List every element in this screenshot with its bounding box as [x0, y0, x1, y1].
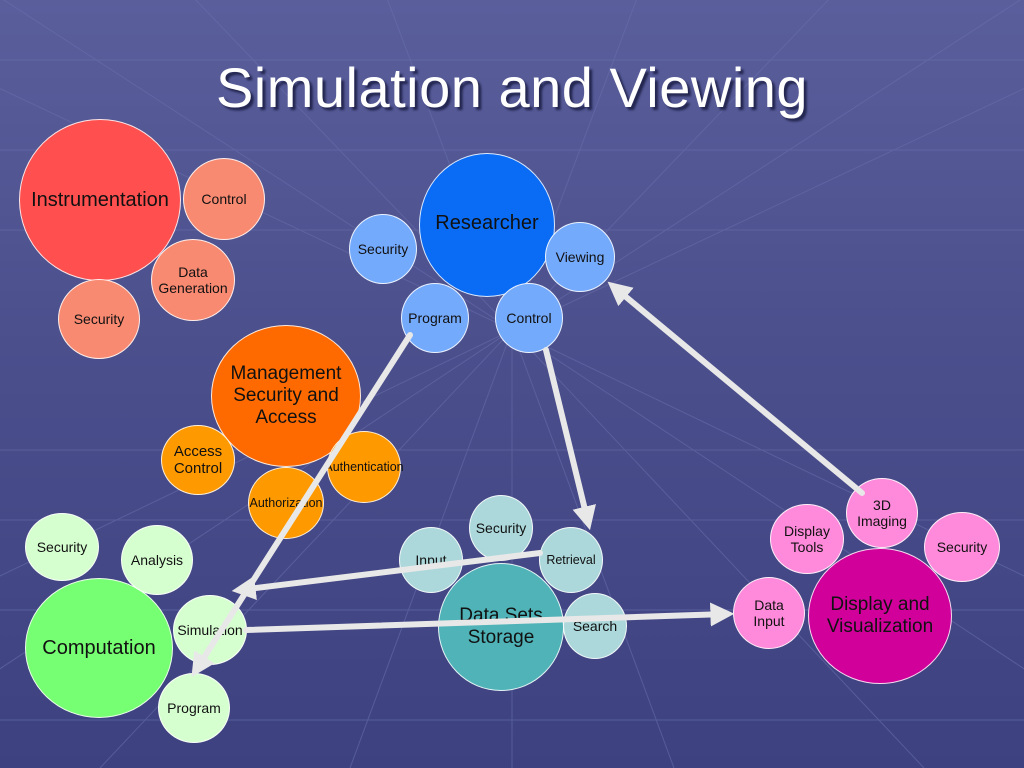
management-access-control-label: Access Control	[174, 443, 222, 478]
display-tools-label: Display Tools	[784, 523, 830, 555]
management-label-line1: Management	[230, 363, 342, 385]
storage-label-line2: Storage	[467, 627, 535, 648]
instrumentation-security-label: Security	[73, 310, 125, 327]
display-3d-imaging-line2: Imaging	[857, 513, 907, 529]
computation-program-label: Program	[167, 699, 221, 716]
storage-search-node: Search	[563, 593, 627, 659]
management-access-control-node: Access Control	[161, 425, 235, 495]
display-label: Display and Visualization	[827, 594, 933, 638]
computation-simulation-label: Simulation	[177, 621, 243, 638]
computation-security-label: Security	[36, 538, 88, 555]
researcher-security-label: Security	[357, 240, 409, 257]
computation-node: Computation	[25, 578, 173, 718]
computation-security-node: Security	[25, 513, 99, 581]
instrumentation-security-node: Security	[58, 279, 140, 359]
storage-search-label: Search	[572, 617, 618, 634]
computation-analysis-node: Analysis	[121, 525, 193, 595]
display-data-input-label: Data Input	[753, 597, 784, 629]
display-security-node: Security	[924, 512, 1000, 582]
management-authentication-node: Authentication	[324, 431, 404, 503]
instrumentation-node: Instrumentation	[19, 119, 181, 281]
management-authorization-label: Authorization	[249, 495, 323, 510]
storage-retrieval-label: Retrieval	[546, 552, 596, 567]
researcher-control-node: Control	[495, 283, 563, 353]
researcher-security-node: Security	[349, 214, 417, 284]
management-label-line2: Security and	[233, 385, 339, 407]
storage-security-label: Security	[475, 519, 527, 536]
instrumentation-data-generation-line1: Data	[178, 263, 208, 280]
display-data-input-line2: Input	[753, 613, 785, 629]
display-3d-imaging-label: 3D Imaging	[857, 497, 907, 529]
display-security-label: Security	[936, 538, 988, 555]
display-tools-line1: Display	[784, 522, 830, 539]
researcher-label: Researcher	[435, 212, 539, 234]
storage-label: Data Sets Storage	[459, 605, 542, 649]
display-tools-node: Display Tools	[770, 504, 844, 574]
instrumentation-label: Instrumentation	[31, 188, 169, 211]
display-data-input-line1: Data	[754, 596, 784, 613]
storage-input-label: Input	[415, 551, 447, 568]
management-label-line3: Access	[255, 406, 317, 428]
management-authorization-node: Authorization	[248, 467, 324, 539]
researcher-viewing-label: Viewing	[555, 248, 605, 265]
storage-node: Data Sets Storage	[438, 563, 564, 691]
computation-simulation-node: Simulation	[173, 595, 247, 665]
management-access-control-line1: Access	[173, 442, 223, 460]
display-node: Display and Visualization	[808, 548, 952, 684]
computation-analysis-label: Analysis	[130, 551, 184, 568]
instrumentation-data-generation-label: Data Generation	[158, 264, 227, 296]
storage-security-node: Security	[469, 495, 533, 561]
instrumentation-control-node: Control	[183, 158, 265, 240]
display-tools-line2: Tools	[790, 539, 824, 555]
researcher-viewing-node: Viewing	[545, 222, 615, 292]
researcher-program-label: Program	[408, 309, 462, 326]
display-data-input-node: Data Input	[733, 577, 805, 649]
display-3d-imaging-node: 3D Imaging	[846, 478, 918, 548]
researcher-control-label: Control	[506, 309, 552, 326]
display-3d-imaging-line1: 3D	[873, 496, 891, 513]
storage-retrieval-node: Retrieval	[539, 527, 603, 593]
management-label: Management Security and Access	[231, 363, 342, 429]
researcher-program-node: Program	[401, 283, 469, 353]
instrumentation-control-label: Control	[201, 190, 247, 207]
computation-label: Computation	[42, 636, 156, 659]
management-authentication-label: Authentication	[324, 459, 404, 474]
slide-title: Simulation and Viewing	[215, 56, 809, 119]
management-access-control-line2: Control	[173, 460, 223, 477]
display-label-line2: Visualization	[826, 616, 934, 637]
storage-label-line1: Data Sets	[459, 605, 543, 627]
instrumentation-data-generation-node: Data Generation	[151, 239, 235, 321]
display-label-line1: Display and	[830, 594, 930, 616]
researcher-node: Researcher	[419, 153, 555, 297]
storage-input-node: Input	[399, 527, 463, 593]
computation-program-node: Program	[158, 673, 230, 743]
instrumentation-data-generation-line2: Generation	[158, 280, 228, 296]
